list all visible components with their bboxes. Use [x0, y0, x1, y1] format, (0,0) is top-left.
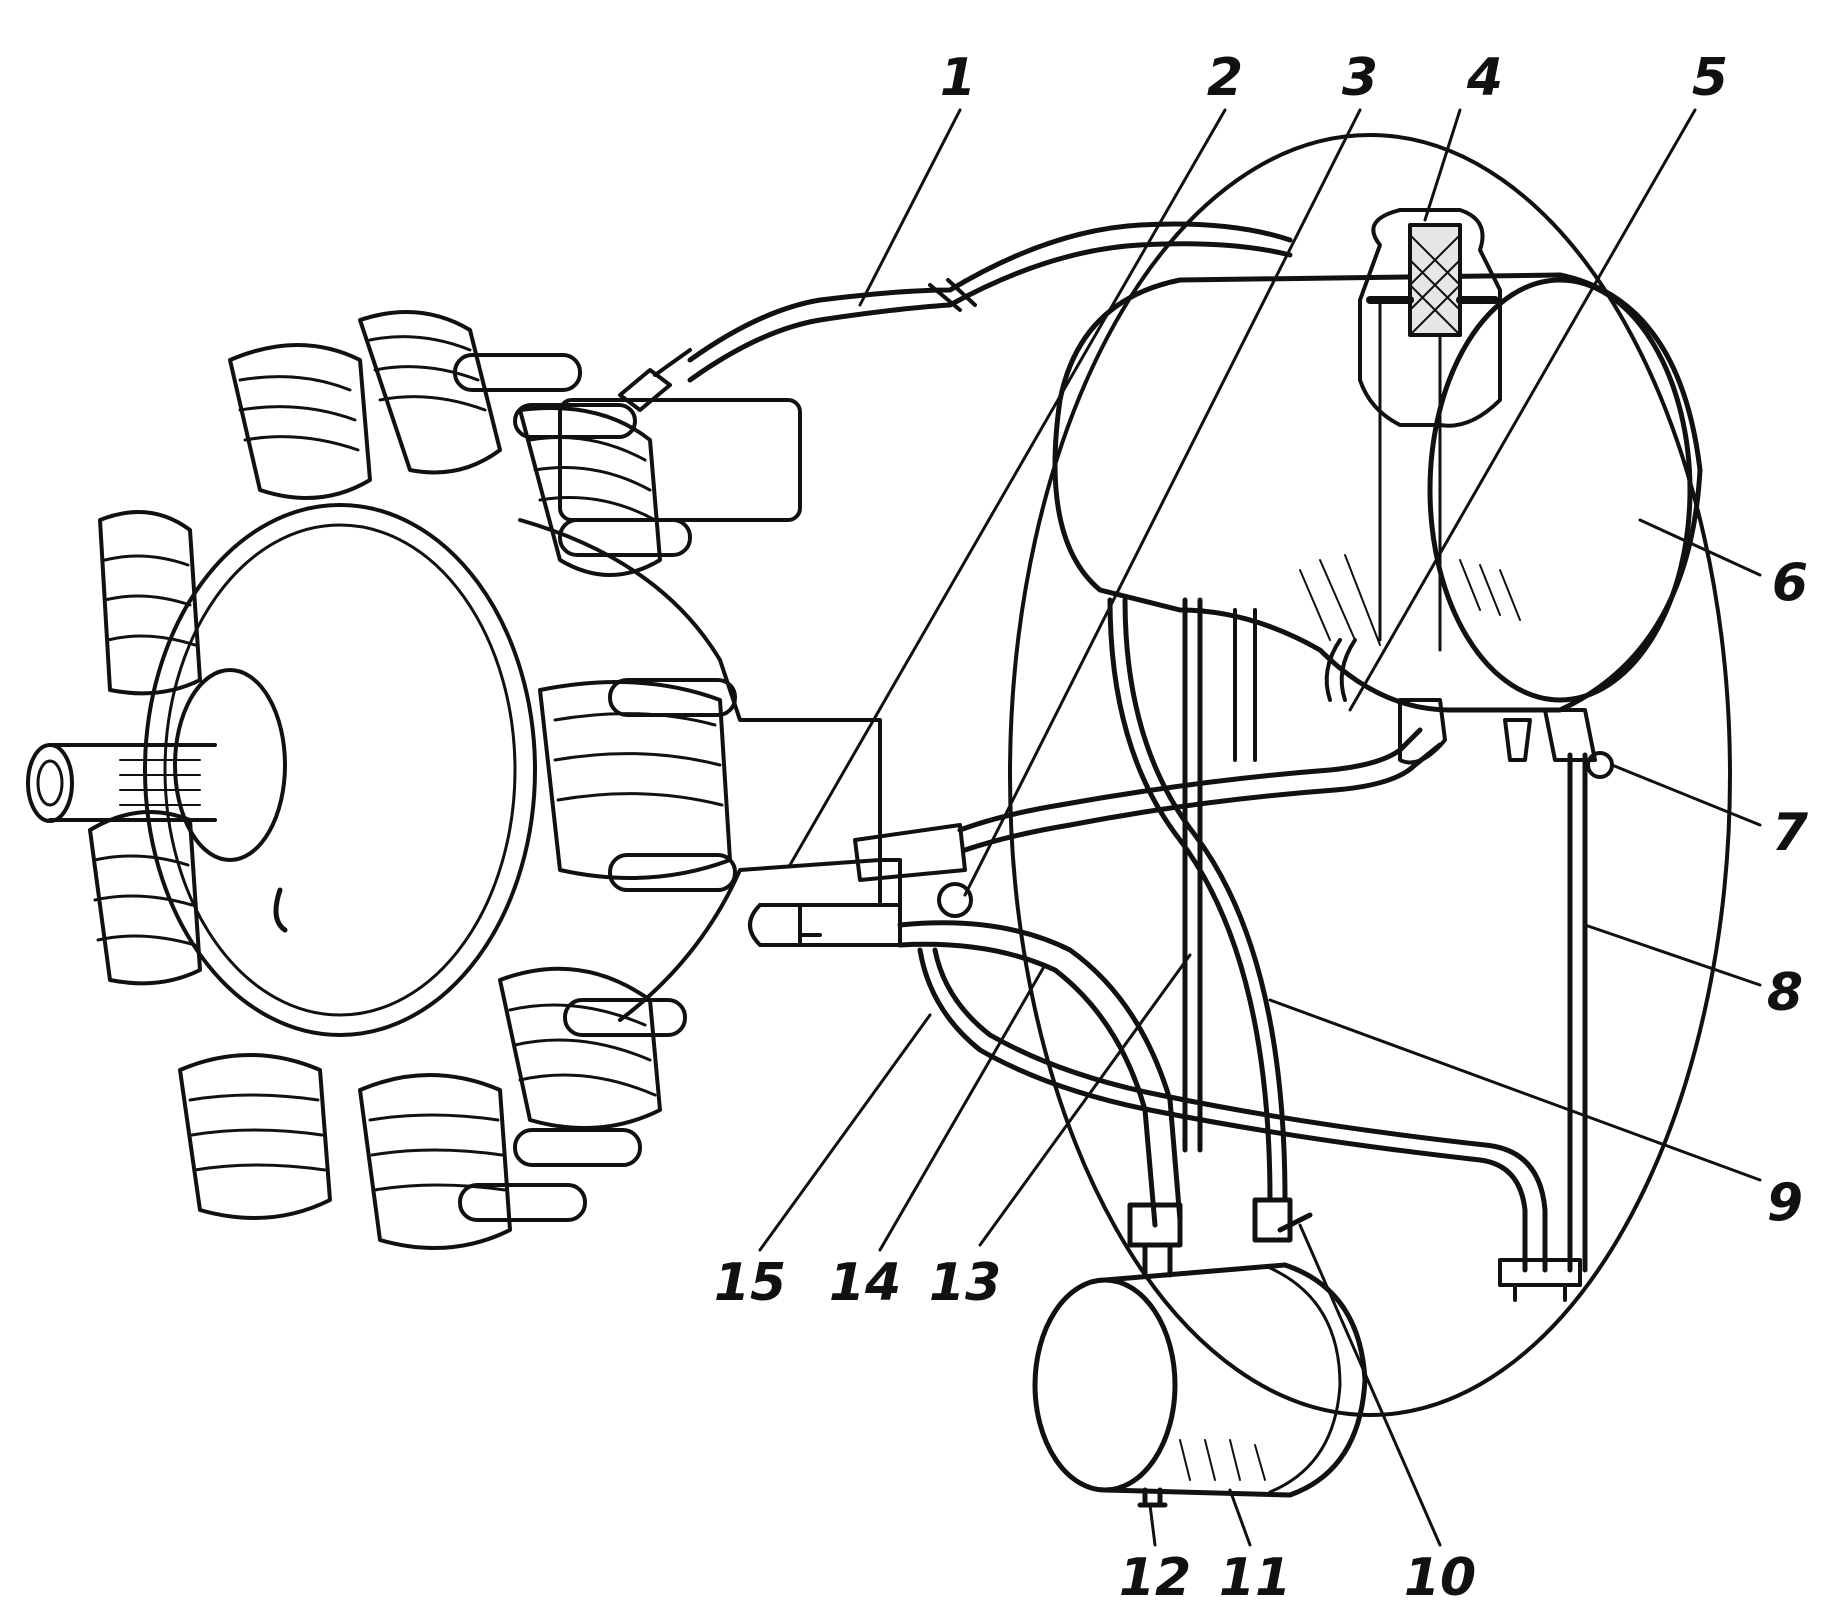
leader-11: [1228, 1488, 1252, 1547]
drain-valve: [1503, 708, 1614, 779]
callout-4: 4: [1466, 48, 1503, 108]
engine-return-fitting: [853, 823, 967, 882]
return-line: [957, 727, 1423, 833]
filler-neck-strainer: [1358, 208, 1502, 428]
sump-outlet-fitting: [1252, 1197, 1313, 1243]
engine-front-cover: [143, 503, 537, 1037]
callout-8: 8: [1767, 963, 1803, 1023]
tank-outlet-elbow: [1324, 638, 1447, 765]
callout-12: 12: [1119, 1548, 1191, 1608]
tank-compartment-outline: [1008, 133, 1732, 1417]
drain-manifold: [1498, 1258, 1582, 1302]
oil-tank: [1052, 272, 1703, 713]
callout-5: 5: [1692, 48, 1728, 108]
leader-10: [1298, 1223, 1442, 1547]
propeller-shaft: [48, 743, 217, 822]
radial-engine: [26, 310, 973, 1250]
drain-plug: [1137, 1487, 1168, 1508]
callout-14: 14: [829, 1253, 901, 1313]
engine-cylinders: [88, 310, 737, 1250]
callout-10: 10: [1404, 1548, 1476, 1608]
supply-hose: [897, 920, 1183, 1223]
leader-13: [978, 953, 1192, 1247]
callout-13: 13: [929, 1253, 1001, 1313]
callout-3: 3: [1342, 48, 1378, 108]
engine-pressure-fitting: [798, 858, 902, 947]
sump-inlet-fitting: [1127, 1202, 1183, 1278]
bypass-line: [917, 947, 1528, 1273]
leader-lines: [758, 108, 1762, 1547]
leader-3: [963, 108, 1362, 897]
drain-line: [1567, 752, 1588, 1273]
leader-2: [788, 108, 1227, 867]
callout-11: 11: [1219, 1548, 1291, 1608]
leader-14: [878, 963, 1047, 1252]
callout-2: 2: [1207, 48, 1243, 108]
callout-7: 7: [1772, 803, 1809, 863]
sump-tank: [1032, 1197, 1368, 1508]
leader-4: [1423, 108, 1462, 222]
leader-8: [1583, 923, 1762, 987]
oil-lines: [687, 221, 1588, 1273]
engine-breather-fitting: [618, 348, 692, 412]
leader-15: [758, 1013, 932, 1252]
leader-1: [858, 108, 962, 307]
callout-15: 15: [714, 1253, 786, 1313]
vent-line: [1182, 597, 1203, 1153]
callout-labels: 1 2 3 4 5 6 7 8 9 10 11 12 13 14 15: [714, 48, 1809, 1608]
leader-5: [1348, 108, 1697, 712]
leader-7: [1610, 763, 1762, 827]
propeller-hub-flange: [173, 668, 287, 862]
callout-1: 1: [940, 48, 976, 108]
crankcase-rear: [518, 518, 882, 1022]
leader-9: [1268, 998, 1762, 1182]
leader-6: [1638, 518, 1762, 577]
callout-6: 6: [1772, 553, 1808, 613]
accessory-housing: [558, 398, 802, 522]
leader-12: [1148, 1503, 1157, 1547]
callout-9: 9: [1767, 1173, 1803, 1233]
